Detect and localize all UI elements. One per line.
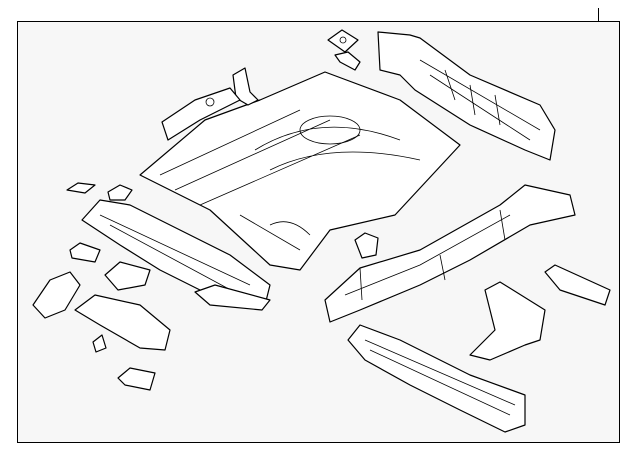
part-small-bracket-left-4[interactable]: [104, 261, 151, 291]
part-bracket-center[interactable]: [354, 232, 379, 259]
part-reinforcement-left[interactable]: [74, 294, 171, 351]
part-small-bracket-left-2[interactable]: [107, 184, 133, 201]
part-side-rail-right-upper[interactable]: [377, 31, 556, 161]
part-bracket-bottom-left[interactable]: [117, 367, 156, 391]
part-side-rail-left[interactable]: [81, 199, 271, 306]
part-extension-left[interactable]: [32, 271, 81, 319]
part-bracket-small-top[interactable]: [327, 29, 361, 71]
part-rear-panel-lower[interactable]: [347, 324, 526, 433]
part-bracket-right-1[interactable]: [544, 264, 611, 306]
part-bracket-right-2[interactable]: [469, 281, 546, 361]
corner-mark: [598, 8, 599, 21]
part-small-bracket-left-3[interactable]: [69, 242, 101, 263]
part-small-bracket-left-1[interactable]: [66, 182, 96, 194]
part-rear-crossmember[interactable]: [324, 184, 576, 323]
part-center-reinforcement[interactable]: [194, 284, 271, 311]
part-small-clip[interactable]: [92, 334, 107, 353]
part-crossmember-front[interactable]: [161, 87, 241, 141]
